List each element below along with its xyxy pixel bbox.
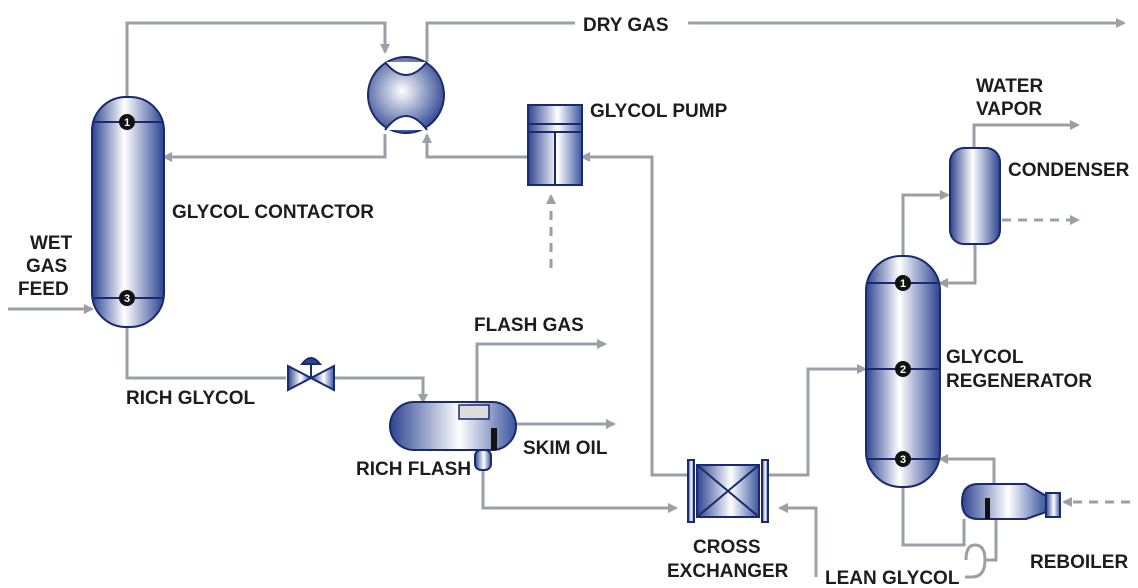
label-wet-gas-line3: FEED: [18, 279, 69, 300]
label-cross-exchanger-line2: EXCHANGER: [667, 561, 789, 582]
pipe-lean-to-contactor: [162, 134, 387, 162]
pipe-flash-to-exchanger: [481, 470, 678, 513]
label-rich-glycol: RICH GLYCOL: [126, 388, 256, 409]
label-water-vapor-line1: WATER: [976, 76, 1043, 97]
regenerator-tray-3: 3: [900, 454, 906, 466]
label-reboiler: REBOILER: [1030, 552, 1128, 573]
pipe-lean-glycol-return: [964, 519, 998, 579]
pipe-flash-gas: [475, 339, 607, 402]
glycol-regenerator[interactable]: 1 2 3: [865, 255, 941, 488]
control-valve[interactable]: [287, 357, 335, 392]
glycol-contactor[interactable]: 1 3: [91, 96, 165, 328]
label-rich-flash: RICH FLASH: [356, 459, 471, 480]
pipe-rich-glycol: [125, 327, 286, 380]
pipe-pump-to-exchanger: [422, 133, 528, 159]
label-glycol-regenerator-line2: REGENERATOR: [946, 371, 1092, 392]
regenerator-tray-2: 2: [900, 364, 906, 376]
pipe-condenser-return: [938, 244, 977, 288]
label-glycol-contactor: GLYCOL CONTACTOR: [172, 202, 374, 223]
gas-glycol-exchanger[interactable]: [367, 56, 445, 134]
label-wet-gas-line2: GAS: [26, 256, 67, 277]
label-lean-glycol: LEAN GLYCOL: [825, 568, 960, 588]
condenser[interactable]: [949, 147, 1001, 245]
reboiler[interactable]: [960, 483, 1061, 520]
cross-exchanger[interactable]: [687, 459, 769, 523]
label-cross-exchanger-line1: CROSS: [693, 537, 761, 558]
pipe-exchanger-to-regenerator: [768, 364, 867, 477]
label-condenser: CONDENSER: [1008, 160, 1130, 181]
pipes: [8, 18, 1126, 579]
contactor-tray-3: 3: [124, 293, 130, 305]
pipe-regenerator-to-condenser: [901, 190, 950, 256]
label-glycol-pump: GLYCOL PUMP: [590, 101, 728, 122]
pipe-water-vapor: [972, 120, 1080, 149]
glycol-pump[interactable]: [527, 104, 583, 186]
pipe-reboiler-vapor: [938, 454, 996, 484]
label-glycol-regenerator-line1: GLYCOL: [946, 347, 1024, 368]
rich-flash-vessel[interactable]: [389, 401, 517, 471]
pipe-lean-glycol-to-exchanger: [778, 503, 818, 577]
label-flash-gas: FLASH GAS: [474, 315, 584, 336]
label-water-vapor-line2: VAPOR: [976, 99, 1042, 120]
label-wet-gas-line1: WET: [30, 233, 73, 254]
pipe-valve-to-flash: [335, 376, 428, 404]
label-dry-gas: DRY GAS: [583, 15, 669, 36]
contactor-tray-1: 1: [124, 117, 130, 129]
pipe-dry-gas-left: [425, 21, 575, 62]
regenerator-tray-1: 1: [900, 278, 906, 290]
pipe-contactor-overhead: [125, 21, 390, 97]
pipe-exchanger-to-pump: [580, 152, 688, 477]
label-skim-oil: SKIM OIL: [523, 438, 608, 459]
pipe-regenerator-bottoms: [901, 487, 966, 547]
